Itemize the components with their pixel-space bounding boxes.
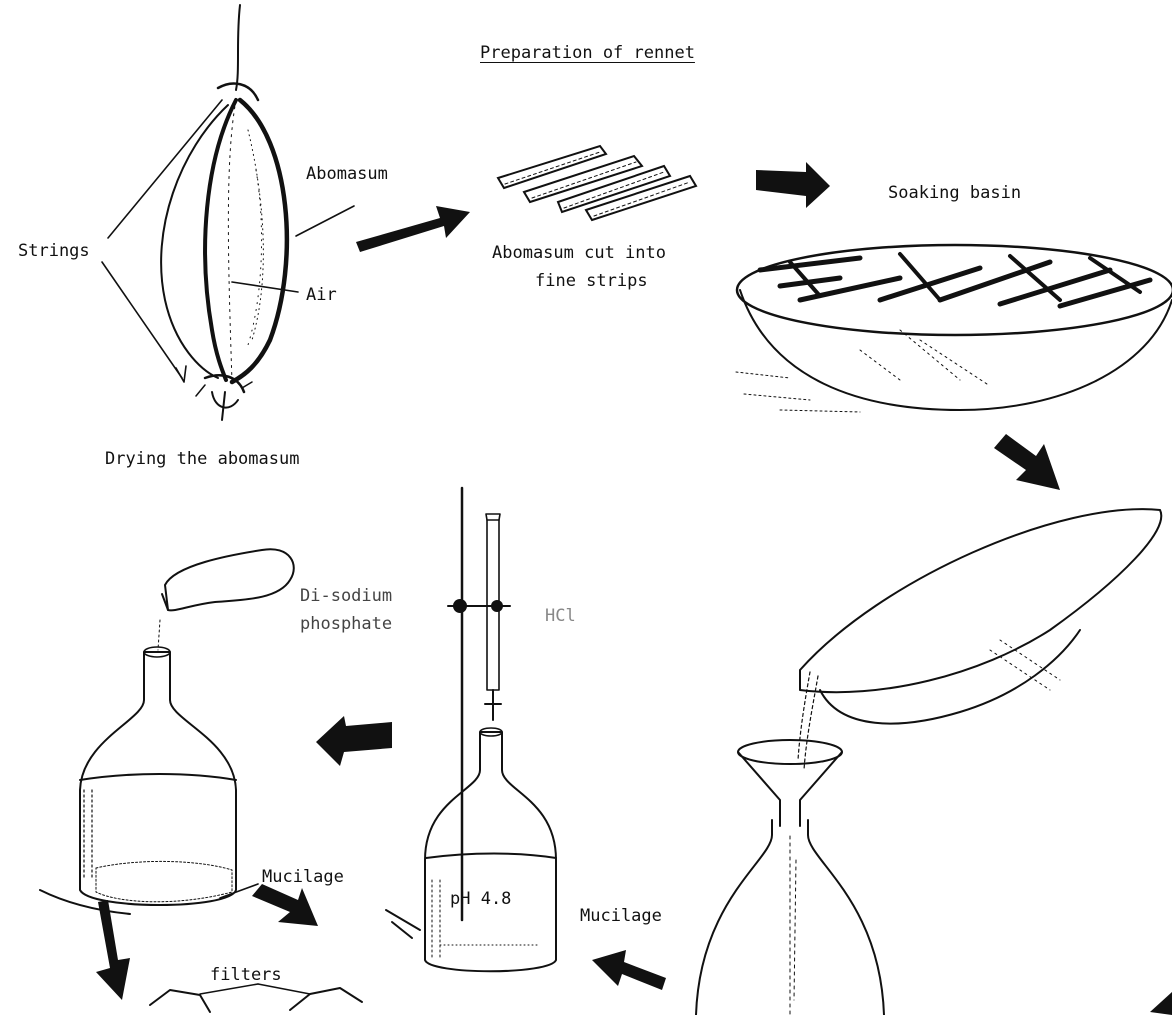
ph-value-label: pH 4.8: [450, 889, 511, 909]
process-arrow-5: [592, 950, 666, 990]
mucilage-label-left: Mucilage: [262, 867, 344, 887]
pouring-basin-illustration: [798, 509, 1161, 770]
filters-label: filters: [210, 965, 282, 985]
process-arrow-7: [96, 900, 130, 1000]
process-arrow-3: [994, 434, 1060, 490]
left-bottle-illustration: [40, 647, 258, 914]
process-arrow-2: [756, 162, 830, 208]
phosphate-flask-illustration: [158, 549, 294, 650]
disodium-label-line1: Di-sodium: [300, 586, 392, 606]
process-arrow-1: [356, 206, 470, 252]
cut-strips-caption-line2: fine strips: [535, 271, 648, 291]
cut-strips-caption-line1: Abomasum cut into: [492, 243, 666, 263]
abomasum-label: Abomasum: [306, 164, 388, 184]
process-arrow-4: [316, 716, 392, 766]
filters-illustration: [150, 984, 362, 1012]
soaking-basin-illustration: [736, 245, 1172, 412]
process-arrow-6: [252, 884, 318, 926]
soaking-basin-caption: Soaking basin: [888, 183, 1021, 203]
mucilage-label-right: Mucilage: [580, 906, 662, 926]
ph-bottle-illustration: [386, 728, 556, 971]
disodium-label-line2: phosphate: [300, 614, 392, 634]
cut-strips-illustration: [498, 146, 696, 220]
funnel-bottle-illustration: [696, 740, 884, 1015]
diagram-title: Preparation of rennet: [480, 43, 695, 63]
strings-label: Strings: [18, 241, 90, 261]
air-label: Air: [306, 285, 337, 305]
abomasum-bag-illustration: [161, 5, 287, 420]
hcl-label: HCl: [545, 606, 576, 626]
drying-caption: Drying the abomasum: [105, 449, 299, 469]
process-arrow-8: [1150, 992, 1172, 1015]
